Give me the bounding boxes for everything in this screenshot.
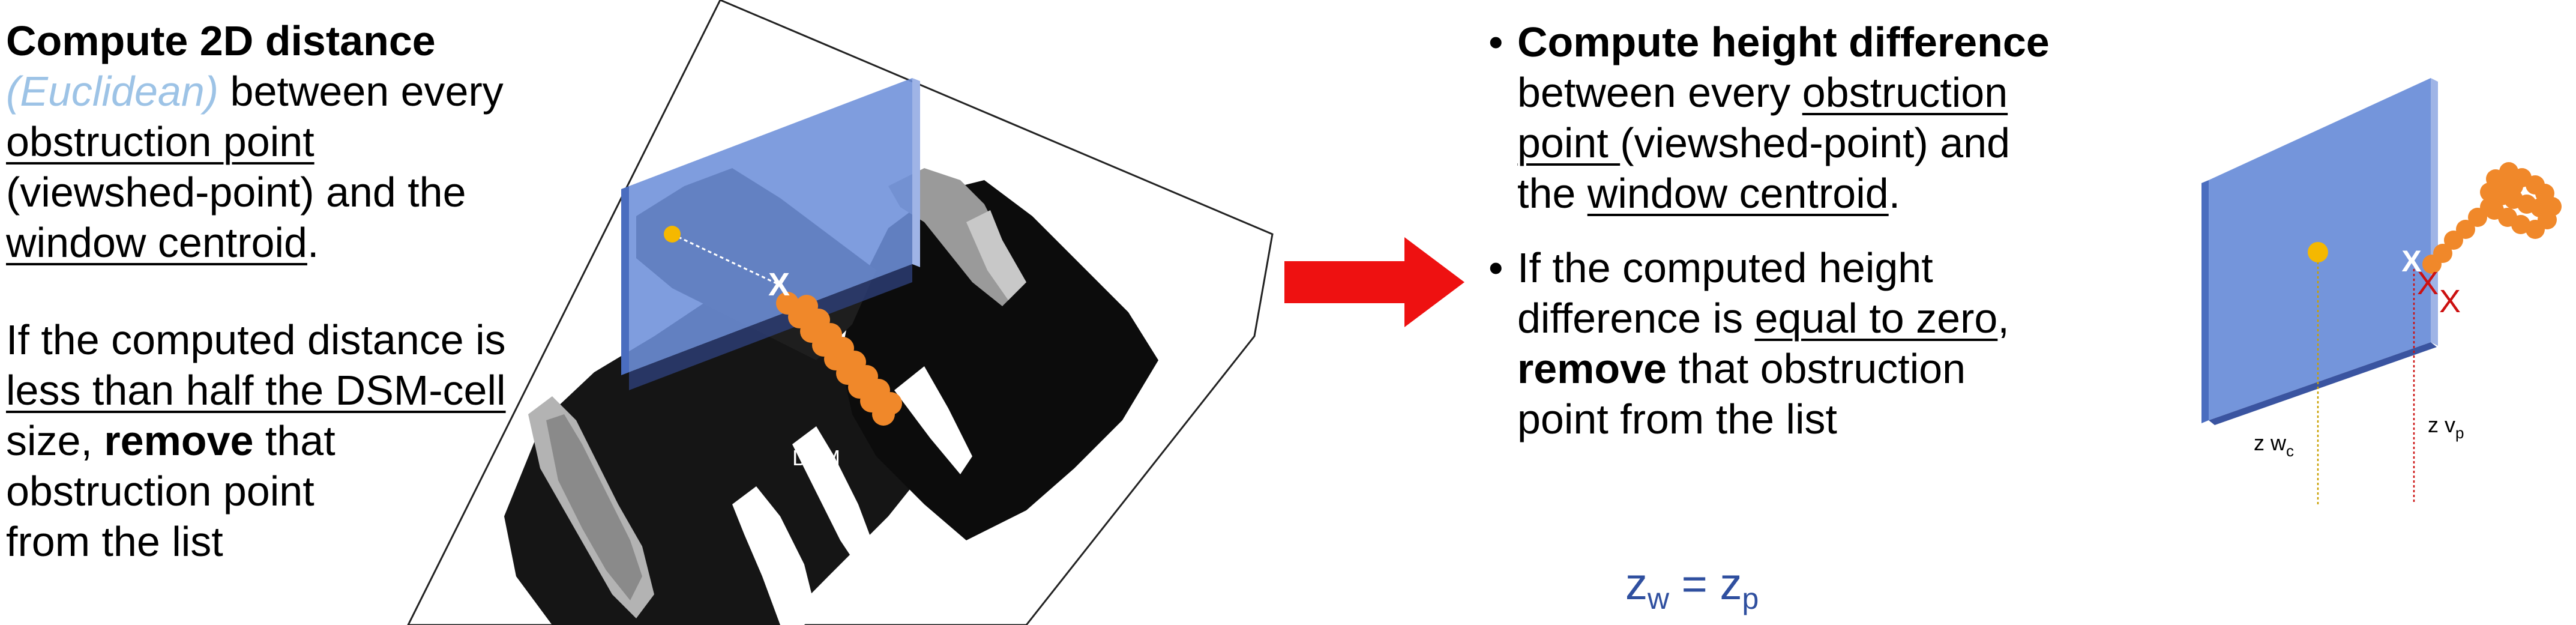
bullet-2-line-1: If the computed height xyxy=(1517,244,1933,291)
dsm-label: DSM xyxy=(792,445,840,470)
bullet-1-line-2: between every obstruction xyxy=(1517,69,2008,116)
zwc-label: z wc xyxy=(2254,430,2294,460)
obstruction-point xyxy=(2433,244,2452,263)
height-equation: zw = zp xyxy=(1625,559,1759,615)
left-p2-line-3: size, remove that xyxy=(6,417,336,464)
left-p2-line-5: from the list xyxy=(6,518,223,565)
bullet-1-line-3: point (viewshed-point) and xyxy=(1517,119,2011,166)
dsm-plane-outline xyxy=(407,0,1274,625)
left-line-1: (Euclidean) between every xyxy=(6,68,504,115)
window-centroid-right xyxy=(2308,242,2328,262)
bullet-1-heading: Compute height difference xyxy=(1517,19,2050,65)
marker-red-1: X xyxy=(2417,265,2439,301)
obstruction-points-right xyxy=(2422,162,2562,274)
window-pane xyxy=(621,78,920,390)
obstruction-point xyxy=(2485,201,2504,220)
left-p2-line-4: obstruction point xyxy=(6,468,314,515)
transition-arrow-icon xyxy=(1284,237,1464,327)
obstruction-point xyxy=(2530,198,2550,217)
window-centroid xyxy=(664,226,681,243)
obstruction-point xyxy=(2456,220,2475,239)
bullet-2-line-4: point from the list xyxy=(1517,396,1837,442)
right-description: • Compute height difference between ever… xyxy=(1488,17,2165,444)
left-p2-line-2: less than half the DSM-cell xyxy=(6,367,506,414)
distance-line xyxy=(672,233,781,286)
left-line-4: window centroid. xyxy=(6,219,319,266)
obstruction-point xyxy=(879,392,902,415)
left-p2-line-1: If the computed distance is xyxy=(6,316,506,363)
removed-marker: X xyxy=(768,267,790,303)
marker-white: X xyxy=(2401,244,2421,278)
left-heading: Compute 2D distance xyxy=(6,17,436,64)
right-spacer xyxy=(1493,219,2165,243)
bullet-2-line-3: remove that obstruction xyxy=(1517,345,1966,392)
left-line-2: obstruction point xyxy=(6,118,314,165)
bullet-2: • If the computed height difference is e… xyxy=(1488,243,2165,444)
left-description: Compute 2D distance (Euclidean) between … xyxy=(6,16,534,567)
obstruction-points xyxy=(776,292,902,426)
marker-red-2: X xyxy=(2439,283,2461,319)
left-line-3: (viewshed-point) and the xyxy=(6,169,466,216)
dsm-illustration: X DSM xyxy=(407,0,1274,625)
window-height-illustration: X X X z wc z vp xyxy=(2201,78,2562,504)
bullet-1: • Compute height difference between ever… xyxy=(1488,17,2165,219)
bullet-1-line-4: the window centroid. xyxy=(1517,170,1901,217)
zvp-label: z vp xyxy=(2428,412,2464,442)
obstruction-point xyxy=(2480,183,2499,202)
bullet-2-line-2: difference is equal to zero, xyxy=(1517,295,2009,342)
euclidean-label: (Euclidean) xyxy=(6,68,219,115)
